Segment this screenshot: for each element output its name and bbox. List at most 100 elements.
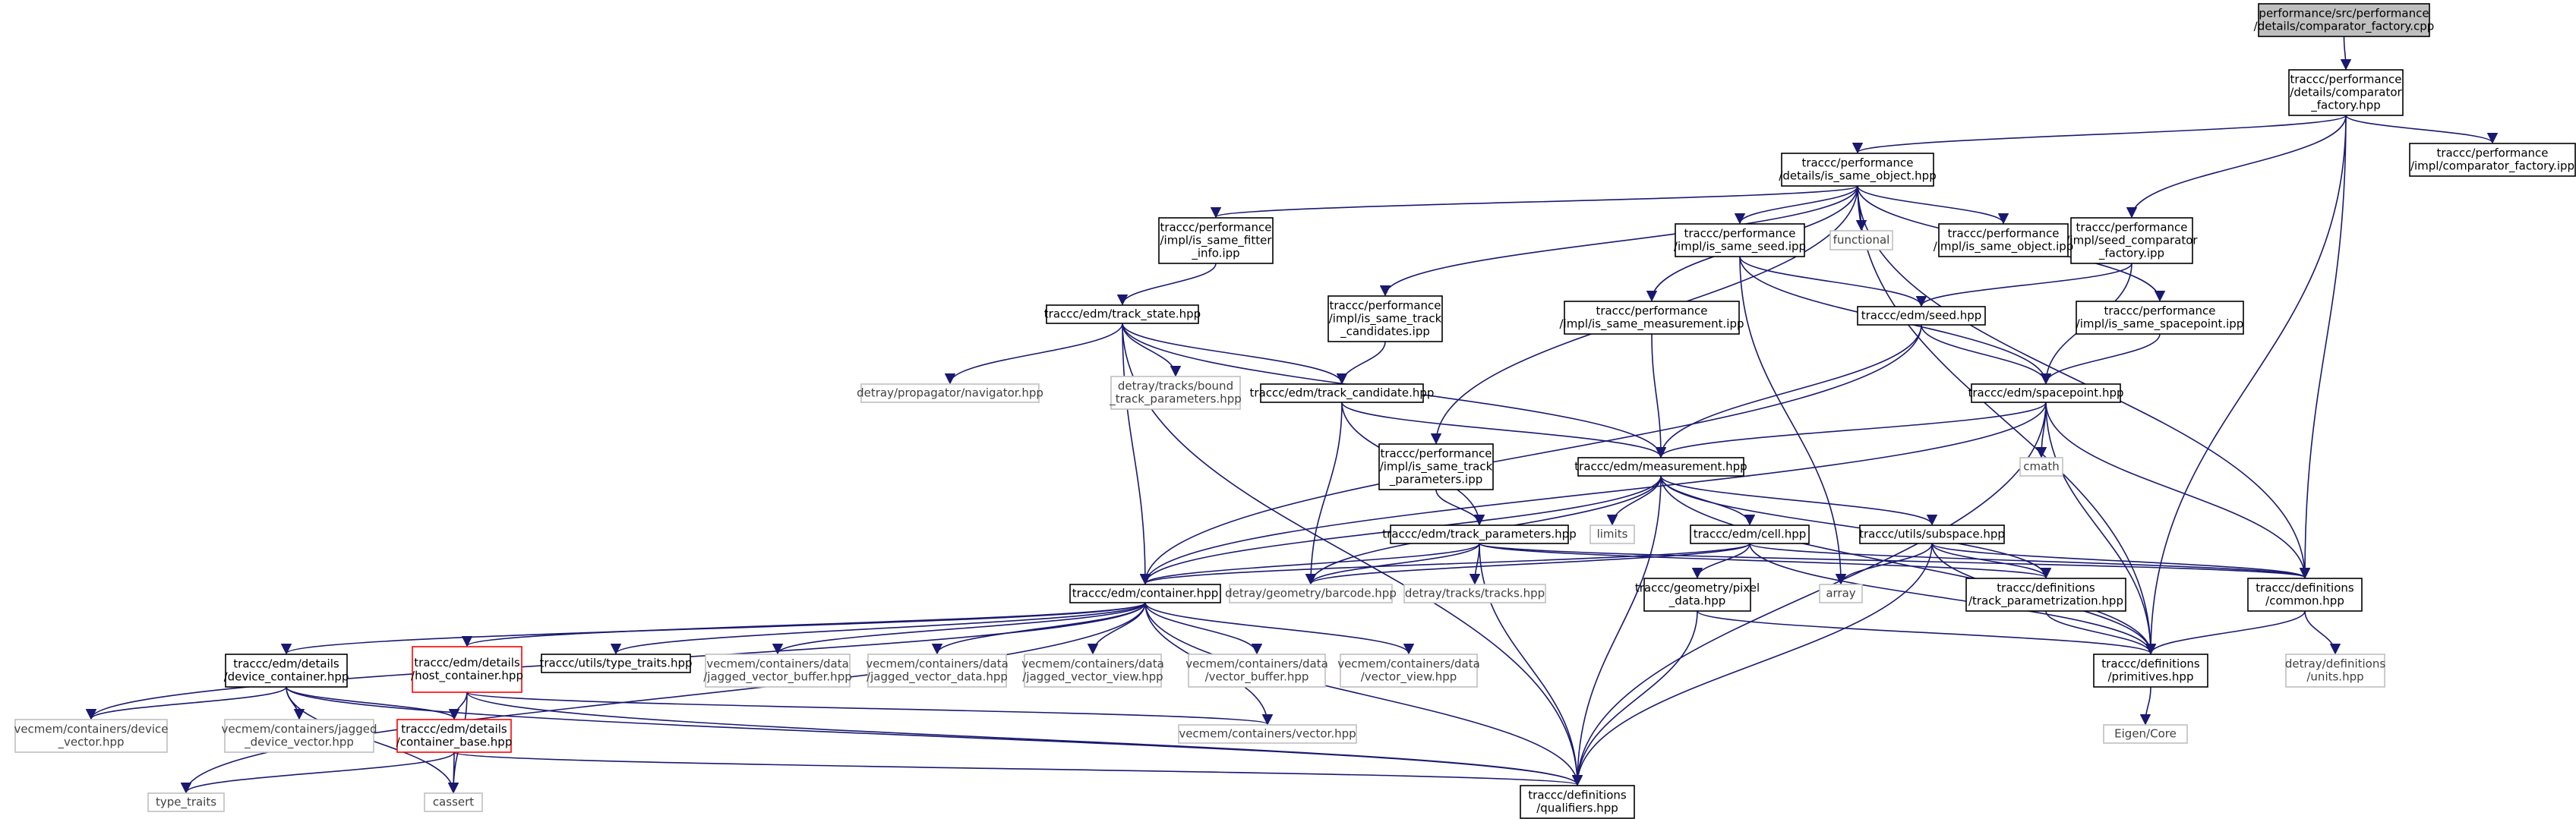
node-container-base-hpp[interactable]: traccc/edm/details/container_base.hpp — [396, 719, 513, 753]
node-label-line: traccc/performance — [1329, 299, 1441, 313]
node-functional: functional — [1829, 230, 1893, 250]
node-label-line: traccc/performance — [2436, 146, 2548, 160]
node-label-line: Eigen/Core — [2114, 727, 2177, 741]
edge-common_hpp-to-units_hpp — [2304, 610, 2341, 655]
node-box — [2258, 3, 2430, 37]
node-label-line: traccc/performance — [2104, 304, 2215, 318]
node-box — [1390, 524, 1569, 544]
node-primitives-hpp[interactable]: traccc/definitions/primitives.hpp — [2093, 654, 2208, 688]
node-label-line: traccc/performance — [1947, 227, 2059, 241]
node-track-parametrization-hpp[interactable]: traccc/definitions/track_parametrization… — [1965, 578, 2126, 612]
node-limits: limits — [1589, 524, 1635, 544]
edge-is_same_object_hpp-to-common_hpp — [1857, 185, 2311, 579]
node-root[interactable]: performance/src/performance/details/comp… — [2254, 3, 2435, 37]
node-is-same-track-parameters-ipp[interactable]: traccc/performance/impl/is_same_track_pa… — [1378, 443, 1494, 490]
node-box — [1675, 223, 1805, 257]
node-cell-hpp[interactable]: traccc/edm/cell.hpp — [1690, 524, 1810, 544]
node-label-line: traccc/edm/track_candidate.hpp — [1250, 386, 1435, 401]
edge-container_base_hpp-to-qualifiers_hpp — [453, 751, 1583, 786]
node-label-line: vecmem/containers/device — [14, 723, 168, 736]
node-pixel-data-hpp[interactable]: traccc/geometry/pixel_data.hpp — [1635, 578, 1760, 612]
edge-container_hpp-to-qualifiers_hpp — [1144, 602, 1583, 786]
node-label-line: /jagged_vector_view.hpp — [1022, 670, 1163, 685]
node-label-line: vecmem/containers/data — [1021, 657, 1164, 671]
node-label-line: /impl/comparator_factory.ipp — [2410, 159, 2574, 174]
node-box — [2070, 217, 2193, 264]
node-device-container-hpp[interactable]: traccc/edm/details/device_container.hpp — [224, 654, 349, 688]
node-box — [1229, 584, 1393, 603]
node-barcode-hpp: detray/geometry/barcode.hpp — [1225, 584, 1397, 603]
node-spacepoint-hpp[interactable]: traccc/edm/spacepoint.hpp — [1968, 383, 2124, 403]
node-box — [1564, 301, 1740, 335]
node-box — [1158, 217, 1274, 264]
node-is-same-track-candidates-ipp[interactable]: traccc/performance/impl/is_same_track_ca… — [1327, 295, 1443, 342]
node-label-line: performance/src/performance — [2259, 7, 2429, 20]
node-box — [860, 383, 1040, 403]
node-label-line: /impl/is_same_seed.ipp — [1674, 240, 1806, 254]
node-box — [1643, 578, 1751, 612]
node-label-line: traccc/definitions — [2101, 657, 2200, 671]
node-jagged-vector-view-hpp: vecmem/containers/data/jagged_vector_vie… — [1021, 654, 1164, 688]
node-label-line: /vector_view.hpp — [1361, 670, 1457, 685]
node-label-line: detray/geometry/barcode.hpp — [1225, 587, 1397, 600]
node-measurement-hpp[interactable]: traccc/edm/measurement.hpp — [1574, 457, 1747, 477]
node-is-same-object-ipp[interactable]: traccc/performance/impl/is_same_object.i… — [1934, 223, 2074, 257]
node-box — [2103, 724, 2188, 744]
edge-container_hpp-to-vector_view_hpp — [1144, 602, 1415, 655]
node-label-line: /impl/is_same_measurement.ipp — [1559, 317, 1744, 332]
node-subspace-hpp[interactable]: traccc/utils/subspace.hpp — [1859, 524, 2005, 544]
edge-subspace_hpp-to-track_parametrization_hpp — [1931, 543, 2052, 579]
node-cmath: cmath — [2019, 457, 2063, 477]
node-host-container-hpp[interactable]: traccc/edm/details/host_container.hpp — [411, 646, 523, 693]
node-label-line: detray/definitions — [2285, 657, 2386, 671]
node-array: array — [1819, 584, 1863, 603]
node-qualifiers-hpp[interactable]: traccc/definitions/qualifiers.hpp — [1520, 785, 1635, 819]
node-is-same-object-hpp[interactable]: traccc/performance/details/is_same_objec… — [1779, 153, 1937, 187]
edge-track_parameters_hpp-to-container_hpp — [1140, 543, 1480, 585]
node-label-line: /units.hpp — [2306, 670, 2363, 684]
node-box — [867, 654, 1007, 688]
node-track-state-hpp[interactable]: traccc/edm/track_state.hpp — [1044, 304, 1201, 324]
node-label-line: detray/tracks/bound — [1118, 380, 1233, 393]
node-seed-hpp[interactable]: traccc/edm/seed.hpp — [1857, 306, 1986, 326]
node-is-same-seed-ipp[interactable]: traccc/performance/impl/is_same_seed.ipp — [1674, 223, 1806, 257]
node-label-line: /device_container.hpp — [224, 670, 349, 685]
node-seed-comparator-factory-ipp[interactable]: traccc/performance/impl/seed_comparator_… — [2066, 217, 2198, 264]
node-type-traits-hpp[interactable]: traccc/utils/type_traits.hpp — [539, 654, 693, 673]
node-label-line: traccc/edm/track_state.hpp — [1044, 307, 1201, 322]
node-common-hpp[interactable]: traccc/definitions/common.hpp — [2247, 578, 2363, 612]
node-impl-comparator-factory-ipp[interactable]: traccc/performance/impl/comparator_facto… — [2409, 143, 2576, 177]
node-label-line: /jagged_vector_buffer.hpp — [703, 670, 851, 685]
node-label-line: traccc/edm/seed.hpp — [1861, 309, 1982, 323]
edge-subspace_hpp-to-array — [1835, 543, 1933, 585]
edge-track_parameters_hpp-to-barcode_hpp — [1305, 543, 1480, 585]
node-label-line: /jagged_vector_data.hpp — [867, 670, 1008, 685]
edge-primitives_hpp-to-eigen_core — [2139, 686, 2151, 726]
edge-is_same_track_candidates_ipp-to-track_candidate_hpp — [1336, 341, 1386, 385]
node-container-hpp[interactable]: traccc/edm/container.hpp — [1069, 584, 1221, 603]
node-track-parameters-hpp[interactable]: traccc/edm/track_parameters.hpp — [1382, 524, 1577, 544]
node-box — [1829, 230, 1893, 250]
node-is-same-spacepoint-ipp[interactable]: traccc/performance/impl/is_same_spacepoi… — [2076, 301, 2244, 335]
edge-track_parameters_hpp-to-tracks_hpp — [1469, 543, 1481, 585]
node-label-line: /details/comparator_factory.cpp — [2254, 20, 2435, 34]
node-is-same-fitter-info-ipp[interactable]: traccc/performance/impl/is_same_fitter_i… — [1158, 217, 1274, 264]
node-label-line: _factory.hpp — [2310, 99, 2381, 113]
node-label-line: traccc/performance — [1380, 447, 1492, 461]
edge-is_same_seed_ipp-to-seed_hpp — [1739, 256, 1927, 307]
edge-cell_hpp-to-common_hpp — [1749, 543, 2310, 579]
edge-track_parameters_hpp-to-track_parametrization_hpp — [1479, 543, 2051, 579]
node-track-candidate-hpp[interactable]: traccc/edm/track_candidate.hpp — [1250, 383, 1435, 403]
node-label-line: traccc/performance — [2076, 221, 2187, 235]
node-box — [1024, 654, 1162, 688]
edge-track_state_hpp-to-container_hpp — [1122, 323, 1151, 585]
node-label-line: detray/tracks/tracks.hpp — [1405, 587, 1545, 600]
node-is-same-measurement-ipp[interactable]: traccc/performance/impl/is_same_measurem… — [1559, 301, 1744, 335]
node-box — [1971, 383, 2121, 403]
node-label-line: /common.hpp — [2265, 594, 2344, 608]
node-comparator-factory-hpp[interactable]: traccc/performance/details/comparator_fa… — [2288, 69, 2404, 116]
node-box — [14, 719, 168, 753]
edge-is_same_track_parameters_ipp-to-track_parameters_hpp — [1435, 489, 1485, 526]
edge-track_state_hpp-to-track_candidate_hpp — [1122, 323, 1348, 385]
node-label-line: /impl/is_same_spacepoint.ipp — [2076, 317, 2244, 332]
